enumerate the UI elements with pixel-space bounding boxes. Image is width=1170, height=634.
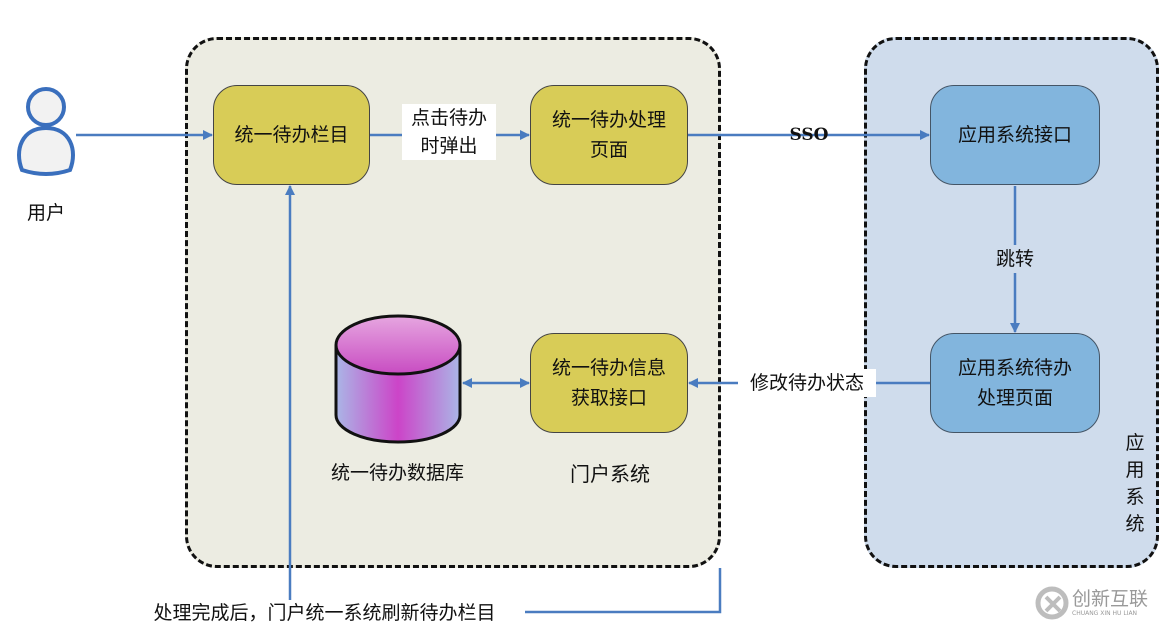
watermark-text: 创新互联 CHUANG XIN HU LIAN: [1072, 588, 1148, 618]
todo-info-api-node: 统一待办信息获取接口: [530, 333, 688, 433]
todo-handler-page-node: 统一待办处理页面: [530, 85, 688, 185]
app-system-label: 应用系统: [1125, 432, 1145, 535]
refresh-label: 处理完成后，门户统一系统刷新待办栏目: [153, 602, 496, 624]
database-icon: [334, 314, 462, 444]
user-label: 用户: [26, 202, 65, 224]
user-icon: [17, 87, 75, 176]
click-popup-label: 点击待办时弹出: [402, 104, 496, 160]
watermark-subtitle: CHUANG XIN HU LIAN: [1072, 610, 1138, 617]
app-todo-handler-page-node: 应用系统待办处理页面: [930, 333, 1100, 433]
app-interface-node: 应用系统接口: [930, 85, 1100, 185]
update-status-label: 修改待办状态: [738, 369, 876, 397]
todo-column-node: 统一待办栏目: [213, 85, 370, 185]
sso-label: SSO: [789, 125, 829, 145]
database-label: 统一待办数据库: [330, 462, 464, 484]
arrow-refresh: [525, 568, 722, 614]
watermark-title: 创新互联: [1072, 588, 1149, 610]
watermark-logo-icon: [1035, 586, 1069, 620]
redirect-label: 跳转: [990, 245, 1040, 273]
portal-system-label: 门户系统: [570, 462, 650, 486]
